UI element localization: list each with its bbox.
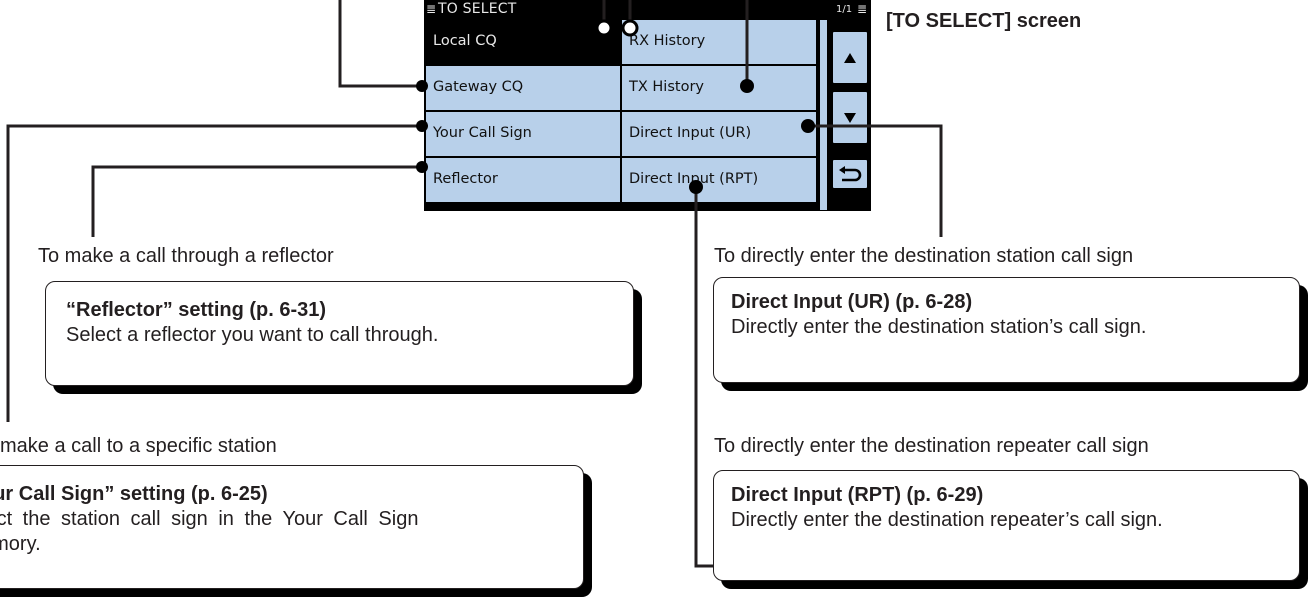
scroll-down-button[interactable] bbox=[831, 90, 869, 145]
marker-direct-ur bbox=[801, 119, 815, 133]
leader-gateway-cq bbox=[338, 0, 422, 88]
your-call-box-body-line2: emory. bbox=[0, 533, 41, 555]
item-tx-history[interactable]: TX History bbox=[622, 66, 816, 110]
screen-label: [TO SELECT] screen bbox=[886, 10, 1082, 32]
marker-local-cq bbox=[595, 19, 613, 37]
marker-direct-rpt bbox=[689, 180, 703, 194]
your-call-box-body-line1: lect the station call sign in the Your C… bbox=[0, 508, 419, 530]
reflector-box-title: “Reflector” setting (p. 6-31) bbox=[66, 299, 327, 321]
back-icon bbox=[839, 166, 862, 182]
direct-rpt-box: Direct Input (RPT) (p. 6-29) Directly en… bbox=[713, 470, 1300, 581]
marker-your-call-sign bbox=[416, 120, 428, 132]
direct-rpt-caption: To directly enter the destination repeat… bbox=[714, 435, 1149, 457]
to-select-screen: ≣ TO SELECT 1/1 ≣ Local CQ RX History Ga… bbox=[424, 0, 871, 211]
down-icon bbox=[844, 112, 856, 123]
item-rx-history[interactable]: RX History bbox=[622, 20, 816, 64]
leader-direct-rpt bbox=[694, 187, 713, 568]
marker-rx-history bbox=[621, 19, 639, 37]
direct-rpt-box-body: Directly enter the destination repeater’… bbox=[731, 509, 1163, 531]
your-call-box: our Call Sign” setting (p. 6-25) lect th… bbox=[0, 465, 584, 589]
marker-tx-history bbox=[740, 79, 754, 93]
direct-rpt-box-title: Direct Input (RPT) (p. 6-29) bbox=[731, 484, 984, 506]
scroll-up-button[interactable] bbox=[831, 30, 869, 85]
screen-title-bar: ≣ TO SELECT 1/1 ≣ bbox=[424, 0, 871, 20]
item-direct-input-ur[interactable]: Direct Input (UR) bbox=[622, 112, 816, 156]
scrollbar[interactable] bbox=[819, 20, 828, 210]
reflector-box-body: Select a reflector you want to call thro… bbox=[66, 324, 439, 346]
page-indicator: 1/1 bbox=[836, 4, 853, 15]
your-call-box-title: our Call Sign” setting (p. 6-25) bbox=[0, 483, 268, 505]
item-gateway-cq[interactable]: Gateway CQ bbox=[426, 66, 620, 110]
up-icon bbox=[844, 52, 856, 63]
leader-your-call-sign bbox=[6, 124, 422, 422]
leader-reflector bbox=[91, 165, 422, 237]
item-local-cq[interactable]: Local CQ bbox=[426, 20, 620, 64]
your-call-caption: make a call to a specific station bbox=[0, 435, 277, 457]
reflector-caption: To make a call through a reflector bbox=[38, 245, 334, 267]
page-menu-icon: ≣ bbox=[857, 2, 868, 16]
direct-ur-box-title: Direct Input (UR) (p. 6-28) bbox=[731, 291, 973, 313]
back-button[interactable] bbox=[831, 158, 869, 190]
direct-ur-box: Direct Input (UR) (p. 6-28) Directly ent… bbox=[713, 277, 1300, 383]
screen-title: TO SELECT bbox=[438, 1, 517, 17]
item-reflector[interactable]: Reflector bbox=[426, 158, 620, 202]
menu-icon: ≣ bbox=[426, 2, 437, 16]
item-your-call-sign[interactable]: Your Call Sign bbox=[426, 112, 620, 156]
direct-ur-box-body: Directly enter the destination station’s… bbox=[731, 316, 1147, 338]
item-direct-input-rpt[interactable]: Direct Input (RPT) bbox=[622, 158, 816, 202]
marker-gateway-cq bbox=[416, 80, 428, 92]
marker-reflector bbox=[416, 161, 428, 173]
direct-ur-caption: To directly enter the destination statio… bbox=[714, 245, 1134, 267]
leader-direct-ur bbox=[808, 124, 943, 237]
reflector-box: “Reflector” setting (p. 6-31) Select a r… bbox=[45, 281, 634, 386]
